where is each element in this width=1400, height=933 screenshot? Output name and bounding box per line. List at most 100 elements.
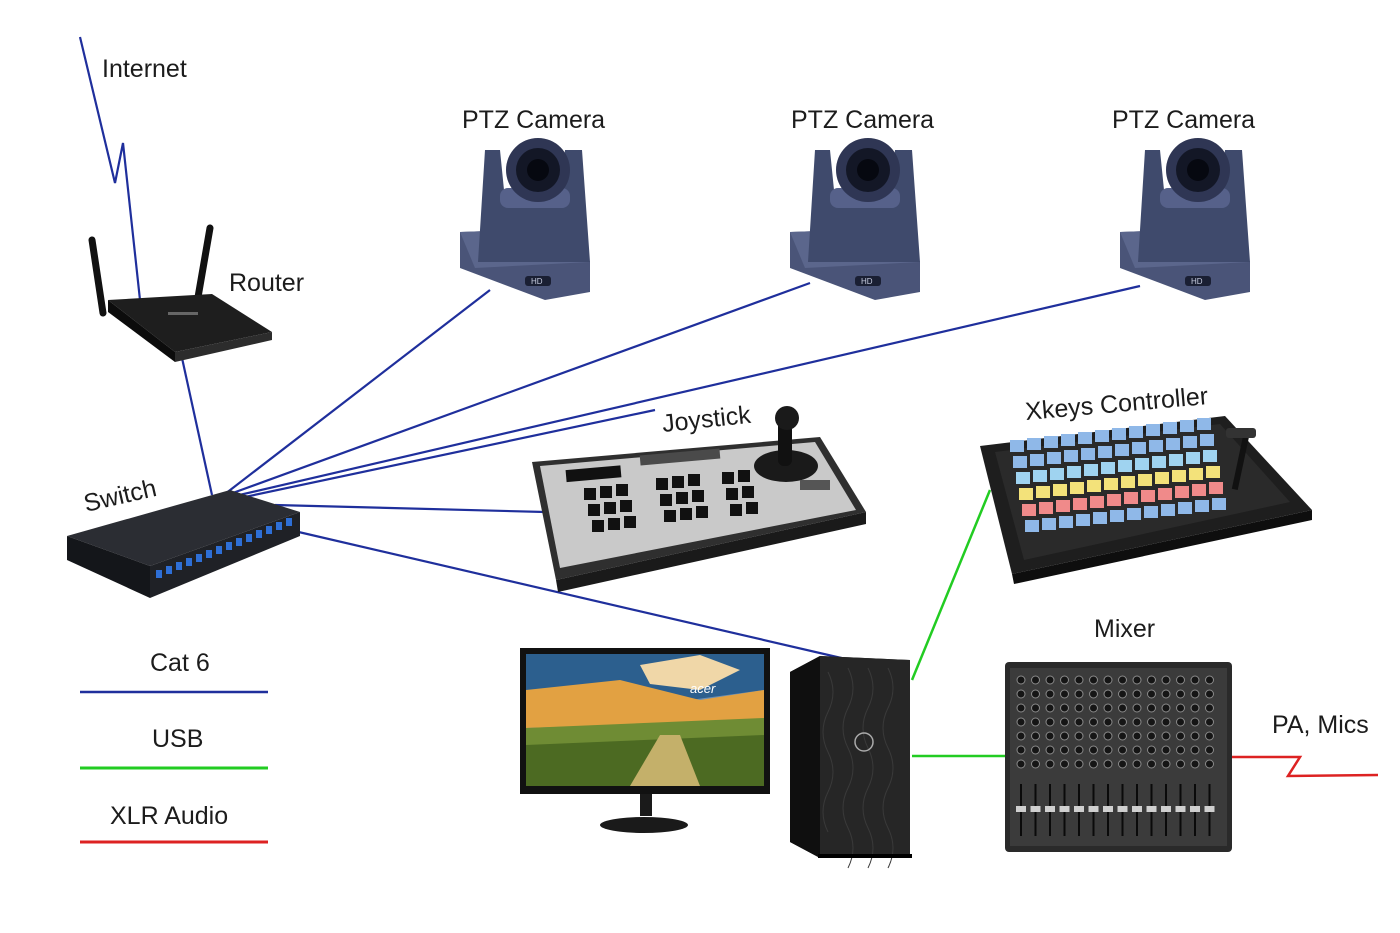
mixer-knob bbox=[1205, 745, 1214, 755]
computer-tower-icon bbox=[790, 656, 912, 869]
mixer-knob bbox=[1205, 717, 1214, 727]
xkeys-key bbox=[1155, 472, 1169, 484]
xkeys-key bbox=[1197, 418, 1211, 430]
mixer-knob bbox=[1074, 759, 1084, 769]
mixer-fader-cap bbox=[1117, 806, 1128, 812]
xkeys-key bbox=[1172, 470, 1186, 482]
xkeys-key bbox=[1047, 452, 1061, 464]
ptz-camera-2-icon: HD bbox=[790, 138, 920, 300]
mixer-knob bbox=[1045, 745, 1055, 755]
mixer-knob bbox=[1147, 759, 1156, 769]
xkeys-key bbox=[1206, 466, 1220, 478]
mixer-knob bbox=[1147, 675, 1156, 685]
xkeys-key bbox=[1178, 502, 1192, 514]
mixer-fader-cap bbox=[1161, 806, 1171, 812]
mixer-knob bbox=[1118, 731, 1127, 741]
xkeys-key bbox=[1152, 456, 1166, 468]
mixer-knob bbox=[1147, 703, 1156, 713]
mixer-knob bbox=[1103, 759, 1113, 769]
mixer-knob bbox=[1118, 745, 1127, 755]
xkeys-key bbox=[1056, 500, 1070, 512]
xkeys-key bbox=[1183, 436, 1197, 448]
mixer-knob bbox=[1190, 759, 1200, 769]
camera-2-badge: HD bbox=[861, 277, 873, 286]
xkeys-key bbox=[1104, 478, 1118, 490]
xkeys-key bbox=[1189, 468, 1203, 480]
xkeys-key bbox=[1192, 484, 1206, 496]
xkeys-key bbox=[1093, 512, 1107, 524]
xkeys-key bbox=[1129, 426, 1143, 438]
mixer-fader-cap bbox=[1088, 806, 1099, 812]
xkeys-key bbox=[1030, 454, 1044, 466]
mixer-fader-cap bbox=[1045, 806, 1055, 812]
monitor-brand: acer bbox=[690, 681, 716, 696]
mixer-fader-cap bbox=[1103, 806, 1113, 812]
mixer-knob bbox=[1016, 703, 1026, 713]
mixer-knob bbox=[1089, 703, 1098, 713]
mixer-knob bbox=[1190, 731, 1200, 741]
mixer-knob bbox=[1190, 675, 1200, 685]
mixer-knob bbox=[1176, 759, 1185, 769]
mixer-knob bbox=[1031, 745, 1040, 755]
xkeys-key bbox=[1175, 486, 1189, 498]
xkeys-key bbox=[1044, 436, 1058, 448]
xkeys-key bbox=[1084, 464, 1098, 476]
switch-camera3-link bbox=[234, 284, 1141, 498]
legend-item-xlr: XLR Audio bbox=[80, 802, 268, 844]
camera-1-label: PTZ Camera bbox=[462, 106, 605, 134]
mixer-knob bbox=[1132, 675, 1142, 685]
mixer-knob bbox=[1045, 703, 1055, 713]
xkeys-key bbox=[1124, 492, 1138, 504]
mixer-knob bbox=[1089, 689, 1098, 699]
xkeys-key bbox=[1135, 458, 1149, 470]
mixer-knob bbox=[1089, 717, 1098, 727]
xkeys-key bbox=[1061, 434, 1075, 446]
mixer-knob bbox=[1045, 731, 1055, 741]
xkeys-key bbox=[1036, 486, 1050, 498]
xkeys-key bbox=[1059, 516, 1073, 528]
mixer-knob bbox=[1060, 689, 1069, 699]
mixer-knob bbox=[1147, 717, 1156, 727]
mixer-fader-cap bbox=[1190, 806, 1200, 812]
usb-connections bbox=[910, 489, 1008, 758]
cat6-connections bbox=[78, 36, 1141, 662]
mixer-knob bbox=[1176, 703, 1185, 713]
xlr-connections bbox=[1232, 755, 1379, 778]
xkeys-key bbox=[1115, 444, 1129, 456]
mixer-knob bbox=[1031, 759, 1040, 769]
mixer-knob bbox=[1016, 689, 1026, 699]
mixer-knob bbox=[1147, 745, 1156, 755]
mixer-knob bbox=[1016, 759, 1026, 769]
mixer-knob bbox=[1045, 675, 1055, 685]
camera-3-label: PTZ Camera bbox=[1112, 106, 1255, 134]
xkeys-key bbox=[1132, 442, 1146, 454]
mixer-knob bbox=[1060, 731, 1069, 741]
mixer-knob bbox=[1060, 717, 1069, 727]
xkeys-key bbox=[1070, 482, 1084, 494]
xkeys-key bbox=[1144, 506, 1158, 518]
mixer-knob bbox=[1060, 703, 1069, 713]
mixer-knob bbox=[1074, 675, 1084, 685]
mixer-knob bbox=[1074, 689, 1084, 699]
mixer-knob bbox=[1161, 759, 1171, 769]
xkeys-key bbox=[1019, 488, 1033, 500]
xkeys-key bbox=[1039, 502, 1053, 514]
switch-camera1-link bbox=[224, 289, 491, 495]
xkeys-key bbox=[1013, 456, 1027, 468]
switch-joystick-link bbox=[239, 408, 656, 500]
router-switch-link bbox=[180, 357, 214, 496]
mixer-knob bbox=[1031, 731, 1040, 741]
mixer-knob bbox=[1060, 759, 1069, 769]
xkeys-key bbox=[1022, 504, 1036, 516]
xkeys-key bbox=[1127, 508, 1141, 520]
mixer-knob bbox=[1190, 703, 1200, 713]
camera-3-badge: HD bbox=[1191, 277, 1203, 286]
mixer-knob bbox=[1031, 717, 1040, 727]
mixer-knob bbox=[1161, 689, 1171, 699]
mixer-knob bbox=[1103, 745, 1113, 755]
xkeys-key bbox=[1107, 494, 1121, 506]
mixer-fader-cap bbox=[1175, 806, 1186, 812]
mixer-knob bbox=[1045, 689, 1055, 699]
xkeys-key bbox=[1027, 438, 1041, 450]
mixer-knob bbox=[1161, 745, 1171, 755]
